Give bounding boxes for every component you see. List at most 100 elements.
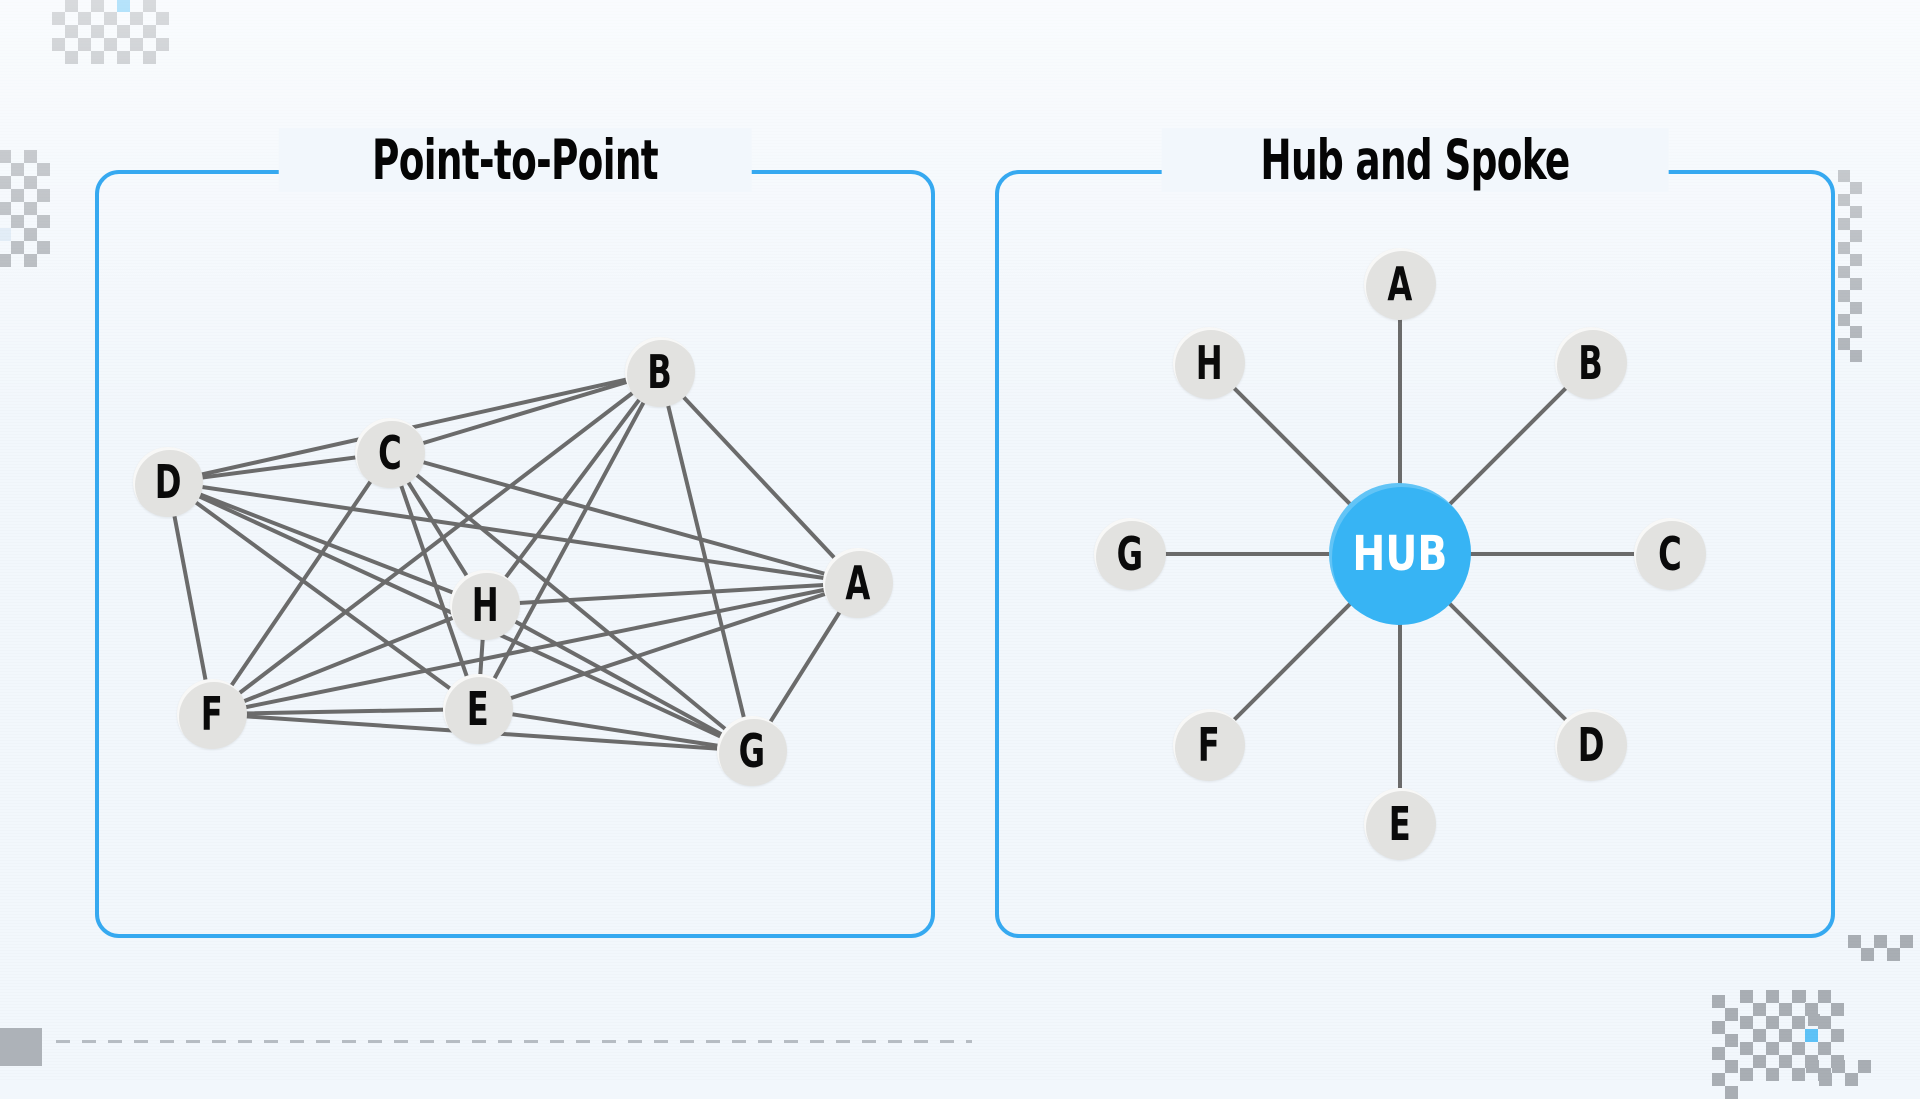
checker-cell (1805, 1029, 1818, 1042)
checker-cell (91, 51, 104, 64)
checker-cell (1725, 1008, 1738, 1021)
panel-title-point-to-point: Point-to-Point (278, 128, 752, 192)
checker-cell (1838, 194, 1850, 206)
checker-cell (1740, 1016, 1753, 1029)
checker-cell (1832, 1060, 1845, 1073)
graph-node-label: G (1116, 527, 1144, 581)
graph-node-b[interactable]: B (1555, 327, 1627, 399)
graph-node-label: B (647, 345, 673, 399)
checker-cell (1766, 1016, 1779, 1029)
checker-cell (1850, 326, 1862, 338)
checker-cell (1861, 948, 1874, 961)
graph-node-label: H (471, 578, 499, 632)
dashed-rule-cap (0, 1028, 42, 1066)
checker-cell (0, 176, 11, 189)
checker-cell (11, 163, 24, 176)
checker-cell (1712, 995, 1725, 1008)
checker-cell (1806, 1060, 1819, 1073)
checker-cell (1838, 314, 1850, 326)
checker-cell (1900, 935, 1913, 948)
checker-cell (1779, 1003, 1792, 1016)
graph-node-a[interactable]: A (823, 548, 893, 618)
graph-node-label: F (1197, 718, 1221, 772)
checker-cell (1850, 278, 1862, 290)
graph-node-e[interactable]: E (443, 674, 513, 744)
graph-node-c[interactable]: C (355, 418, 425, 488)
checker-cell (11, 241, 24, 254)
checker-cell (1794, 990, 1806, 1002)
checker-decoration (1808, 1014, 1820, 1026)
graph-node-label: B (1578, 336, 1604, 390)
checker-cell (24, 202, 37, 215)
checker-cell (1838, 338, 1850, 350)
graph-node-g[interactable]: G (717, 716, 787, 786)
graph-point-to-point: A B C D E F G H (99, 174, 931, 934)
checker-decoration (1838, 170, 1862, 362)
checker-cell (24, 150, 37, 163)
checker-cell (1818, 990, 1831, 1003)
checker-cell (104, 38, 117, 51)
graph-node-label: E (466, 682, 490, 736)
checker-cell (11, 189, 24, 202)
checker-cell (1725, 1086, 1738, 1099)
graph-node-d[interactable]: D (133, 447, 203, 517)
graph-edge (210, 707, 480, 716)
graph-node-a[interactable]: A (1364, 248, 1436, 320)
graph-node-label: H (1195, 336, 1223, 390)
checker-cell (1766, 1068, 1779, 1081)
checker-cell (1831, 1029, 1844, 1042)
checker-decoration (1806, 1060, 1871, 1086)
graph-node-label: F (200, 687, 224, 741)
graph-node-h[interactable]: H (450, 570, 520, 640)
checker-cell (1740, 1042, 1753, 1055)
checker-cell (91, 25, 104, 38)
checker-cell (37, 215, 50, 228)
checker-decoration (0, 150, 50, 267)
checker-cell (1850, 230, 1862, 242)
checker-cell (1874, 935, 1887, 948)
checker-cell (78, 12, 91, 25)
checker-cell (1779, 1055, 1792, 1068)
checker-decoration (1848, 935, 1913, 961)
checker-cell (0, 254, 11, 267)
hub-node-label: HUB (1352, 526, 1448, 582)
checker-cell (104, 12, 117, 25)
checker-cell (91, 0, 104, 12)
checker-cell (143, 51, 156, 64)
checker-cell (156, 12, 169, 25)
checker-cell (117, 51, 130, 64)
checker-cell (37, 163, 50, 176)
graph-node-e[interactable]: E (1364, 788, 1436, 860)
graph-node-f[interactable]: F (1173, 709, 1245, 781)
checker-cell (11, 215, 24, 228)
checker-cell (52, 12, 65, 25)
graph-node-g[interactable]: G (1094, 518, 1166, 590)
checker-cell (65, 0, 78, 12)
checker-cell (52, 38, 65, 51)
checker-cell (65, 25, 78, 38)
checker-cell (24, 176, 37, 189)
graph-node-c[interactable]: C (1634, 518, 1706, 590)
checker-cell (37, 189, 50, 202)
checker-cell (1808, 1014, 1820, 1026)
checker-cell (1792, 1068, 1805, 1081)
checker-cell (1838, 266, 1850, 278)
panel-title-text: Hub and Spoke (1260, 128, 1570, 192)
checker-cell (1848, 935, 1861, 948)
graph-hub-and-spoke: HUB A B C D E F G H (999, 174, 1831, 934)
graph-node-d[interactable]: D (1555, 709, 1627, 781)
graph-node-b[interactable]: B (625, 337, 695, 407)
panel-title-hub-and-spoke: Hub and Spoke (1161, 128, 1669, 192)
checker-cell (143, 25, 156, 38)
checker-cell (65, 51, 78, 64)
checker-cell (156, 38, 169, 51)
checker-decoration (1794, 990, 1806, 1002)
graph-node-label: E (1388, 797, 1412, 851)
checker-cell (1838, 290, 1850, 302)
checker-cell (1850, 182, 1862, 194)
checker-cell (1740, 990, 1753, 1003)
graph-node-f[interactable]: F (177, 679, 247, 749)
checker-cell (1779, 1029, 1792, 1042)
graph-node-h[interactable]: H (1173, 327, 1245, 399)
hub-node[interactable]: HUB (1329, 483, 1471, 625)
